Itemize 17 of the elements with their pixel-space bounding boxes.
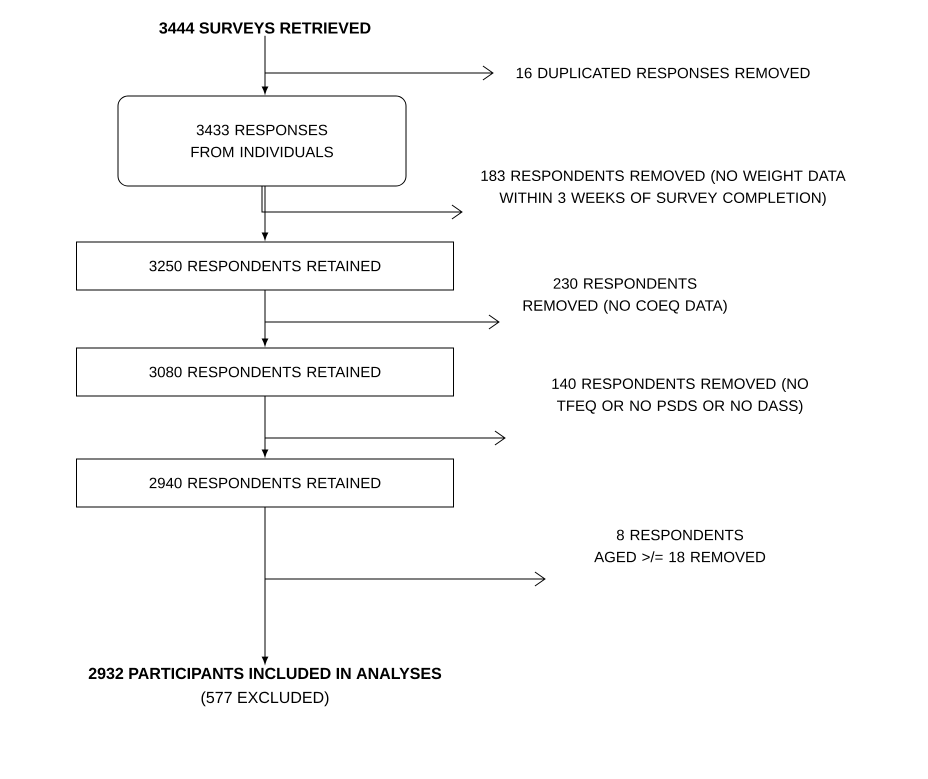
branch-arrow [264, 290, 500, 330]
exclusion-text: 16 DUPLICATED RESPONSES REMOVED [516, 68, 810, 78]
exclusion-text: 140 RESPONDENTS REMOVED (NO TFEQ OR NO PSDS OR NO DASS) [552, 378, 808, 414]
process-box: 3250 RESPONDENTS RETAINED [76, 242, 454, 290]
branch-arrow [264, 507, 546, 586]
result-text: 2932 PARTICIPANTS INCLUDED IN ANALYSES (577 EXCLUDED) [88, 668, 442, 706]
exclusion-text: 8 RESPONDENTS AGED >/= 18 REMOVED [594, 530, 766, 562]
branch-arrow [264, 396, 506, 446]
exclusion-text: 230 RESPONDENTS REMOVED (NO COEQ DATA) [524, 278, 727, 314]
arrow [262, 186, 268, 240]
process-box: 3433 RESPONSES FROM INDIVIDUALS [118, 96, 406, 186]
process-box: 3080 RESPONDENTS RETAINED [76, 348, 454, 396]
heading-text: 3444 SURVEYS RETRIEVED [159, 22, 370, 34]
branch-arrow [264, 35, 494, 80]
exclusion-text: 183 RESPONDENTS REMOVED (NO WEIGHT DATA WITHIN 3 WEEKS OF SURVEY COMPLETION) [482, 170, 846, 206]
process-box: 2940 RESPONDENTS RETAINED [76, 458, 454, 508]
branch-arrow [262, 186, 463, 220]
